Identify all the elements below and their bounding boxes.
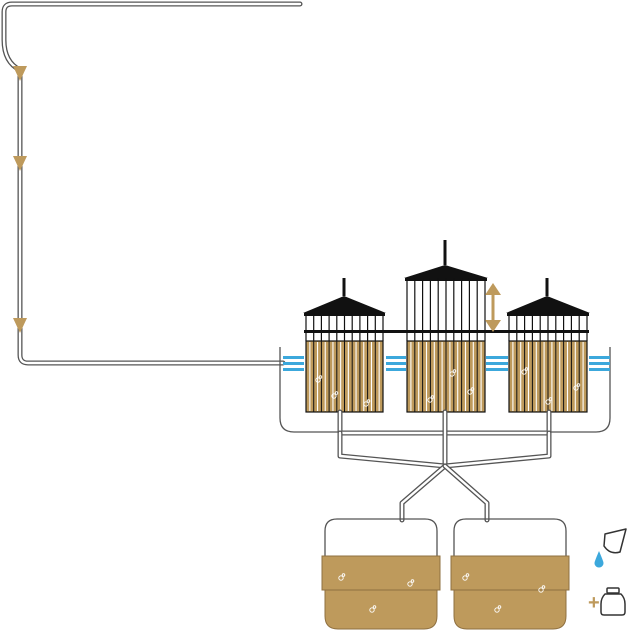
sludge-tank-right (450, 518, 570, 630)
bubble-icon (315, 375, 323, 383)
sludge-tank-left (321, 518, 441, 630)
bubble-icon (369, 605, 377, 613)
bubble-icon (494, 605, 502, 613)
lift-arrow-icon (485, 283, 501, 332)
flow-arrow-2-icon (13, 156, 27, 171)
flow-arrow-1-icon (13, 66, 27, 81)
chemical-bag-icon (600, 587, 626, 616)
bubble-icon (538, 585, 546, 593)
water-level (283, 356, 610, 371)
bubble-icon (462, 573, 470, 581)
bubble-icon (467, 387, 475, 395)
bubble-icon (338, 573, 346, 581)
dosing-plus: + (588, 592, 600, 614)
flow-arrow-3-icon (13, 318, 27, 333)
bubble-icon (573, 383, 581, 391)
membrane-module-left (303, 278, 386, 413)
membrane-module-center (383, 240, 509, 413)
water-drop-icon (594, 528, 627, 568)
bubble-icon (407, 579, 415, 587)
collection-pipe (337, 409, 552, 523)
bubble-icon (427, 395, 435, 403)
membrane-module-right (506, 278, 590, 413)
bubble-icon (545, 397, 553, 405)
inlet-pipe (1, 1, 303, 366)
bubble-icon (331, 391, 339, 399)
bubble-icon (363, 399, 371, 407)
bubble-icon (449, 369, 457, 377)
bubble-icon (521, 367, 529, 375)
